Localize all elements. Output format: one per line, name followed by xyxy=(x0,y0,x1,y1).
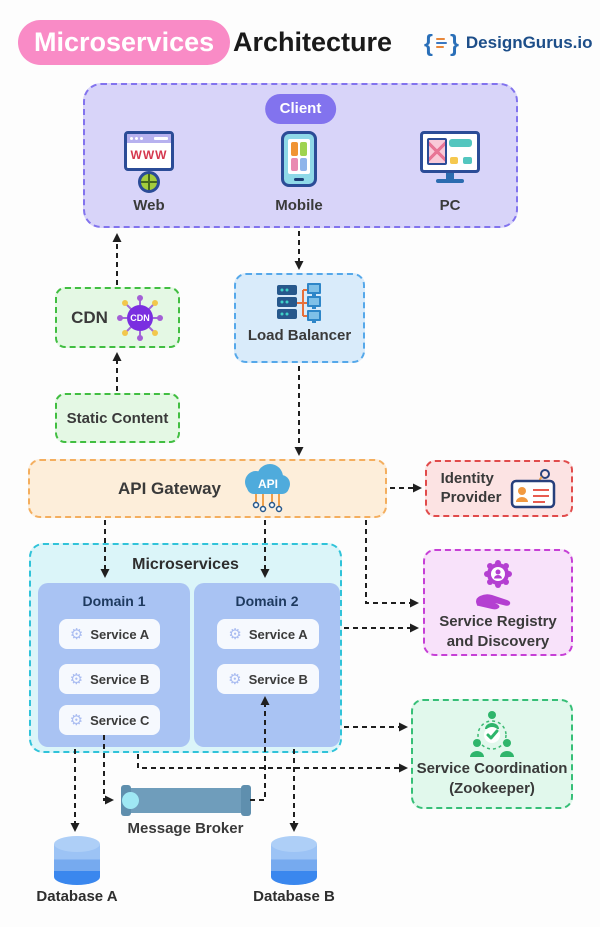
microservices-box: Microservices Domain 1 ⚙ Service A ⚙ Ser… xyxy=(29,543,342,753)
www-text: WWW xyxy=(130,148,168,162)
domain-1-service-c: ⚙ Service C xyxy=(59,705,160,735)
desktop-monitor-icon xyxy=(410,131,490,189)
api-gateway-label: API Gateway xyxy=(118,478,221,498)
web-label: Web xyxy=(133,197,165,214)
brand-logo: { } DesignGurus.io xyxy=(424,31,592,55)
globe-icon xyxy=(138,171,160,193)
cdn-network-icon: CDN xyxy=(116,294,163,341)
api-cloud-icon: API xyxy=(245,463,290,512)
broker-inlet-ball xyxy=(122,792,139,809)
database-a-label: Database A xyxy=(36,888,118,905)
database-a-cylinder-icon xyxy=(54,836,100,885)
service-registry-label-line2: and Discovery xyxy=(446,632,550,650)
load-balancer-icon xyxy=(276,283,321,323)
gear-icon: ⚙ xyxy=(69,625,84,643)
client-web: WWW Web xyxy=(109,131,189,214)
service-registry-label-line1: Service Registry xyxy=(439,613,557,630)
message-broker-pipe xyxy=(121,785,251,816)
service-label: Service B xyxy=(90,671,150,687)
static-content-box: Static Content xyxy=(55,393,180,443)
domain-2-box: Domain 2 ⚙ Service A ⚙ Service B xyxy=(194,583,340,747)
database-b-label: Database B xyxy=(253,888,335,905)
domain-1-service-a: ⚙ Service A xyxy=(59,619,160,649)
domain-2-service-a: ⚙ Service A xyxy=(217,619,319,649)
database-b-cylinder-icon xyxy=(271,836,317,885)
client-badge: Client xyxy=(264,94,337,124)
client-pc: PC xyxy=(410,131,490,214)
smartphone-icon xyxy=(259,131,339,189)
broker-right-cap xyxy=(241,785,251,816)
domain-2-service-b: ⚙ Service B xyxy=(217,664,319,694)
client-mobile: Mobile xyxy=(259,131,339,214)
svg-text:API: API xyxy=(258,477,278,491)
identity-provider-box: Identity Provider xyxy=(425,460,573,517)
message-broker-label: Message Broker xyxy=(127,820,244,837)
identity-provider-label-line1: Identity xyxy=(440,469,494,487)
service-coordination-label-line1: Service Coordination xyxy=(416,760,568,777)
code-lines-icon xyxy=(435,38,447,48)
service-label: Service C xyxy=(90,712,150,728)
arrow-microservices-bottom-to-coordination xyxy=(137,754,408,773)
title-highlight-pill: Microservices xyxy=(18,20,231,65)
api-gateway-box: API Gateway API xyxy=(28,459,387,518)
domain-2-label: Domain 2 xyxy=(235,593,299,609)
gear-icon: ⚙ xyxy=(69,670,84,688)
brand-name: DesignGurus.io xyxy=(465,33,593,52)
static-content-label: Static Content xyxy=(66,409,169,427)
client-group-box: Client WWW Web Mobile xyxy=(83,83,518,228)
domain-1-service-b: ⚙ Service B xyxy=(59,664,160,694)
web-browser-icon: WWW xyxy=(109,131,189,193)
gear-icon: ⚙ xyxy=(69,711,84,729)
load-balancer-box: Load Balancer xyxy=(234,273,365,363)
microservices-title: Microservices xyxy=(132,556,239,573)
page-title: Architecture xyxy=(233,27,393,57)
broker-body xyxy=(127,788,245,813)
domain-1-label: Domain 1 xyxy=(82,593,146,609)
mobile-label: Mobile xyxy=(275,197,323,214)
pc-label: PC xyxy=(439,197,461,214)
coordination-people-icon xyxy=(470,711,514,757)
service-coordination-box: Service Coordination (Zookeeper) xyxy=(411,699,573,809)
registry-gear-hand-icon xyxy=(476,560,512,610)
brace-left-icon: { xyxy=(424,30,433,56)
id-card-icon xyxy=(511,468,556,508)
gear-icon: ⚙ xyxy=(228,670,242,688)
service-label: Service A xyxy=(248,626,308,642)
service-label: Service B xyxy=(248,671,308,687)
cdn-label: CDN xyxy=(71,307,108,327)
identity-provider-label-line2: Provider xyxy=(440,488,502,506)
cdn-box: CDN CDN xyxy=(55,287,180,348)
svg-text:CDN: CDN xyxy=(130,313,150,323)
service-coordination-label-line2: (Zookeeper) xyxy=(449,779,535,797)
service-label: Service A xyxy=(90,626,150,642)
load-balancer-label: Load Balancer xyxy=(247,327,352,344)
service-registry-box: Service Registry and Discovery xyxy=(423,549,573,656)
arrow-apigateway-to-registry xyxy=(365,520,419,608)
gear-icon: ⚙ xyxy=(228,625,242,643)
brace-right-icon: } xyxy=(449,30,459,56)
domain-1-box: Domain 1 ⚙ Service A ⚙ Service B ⚙ Servi… xyxy=(38,583,190,747)
